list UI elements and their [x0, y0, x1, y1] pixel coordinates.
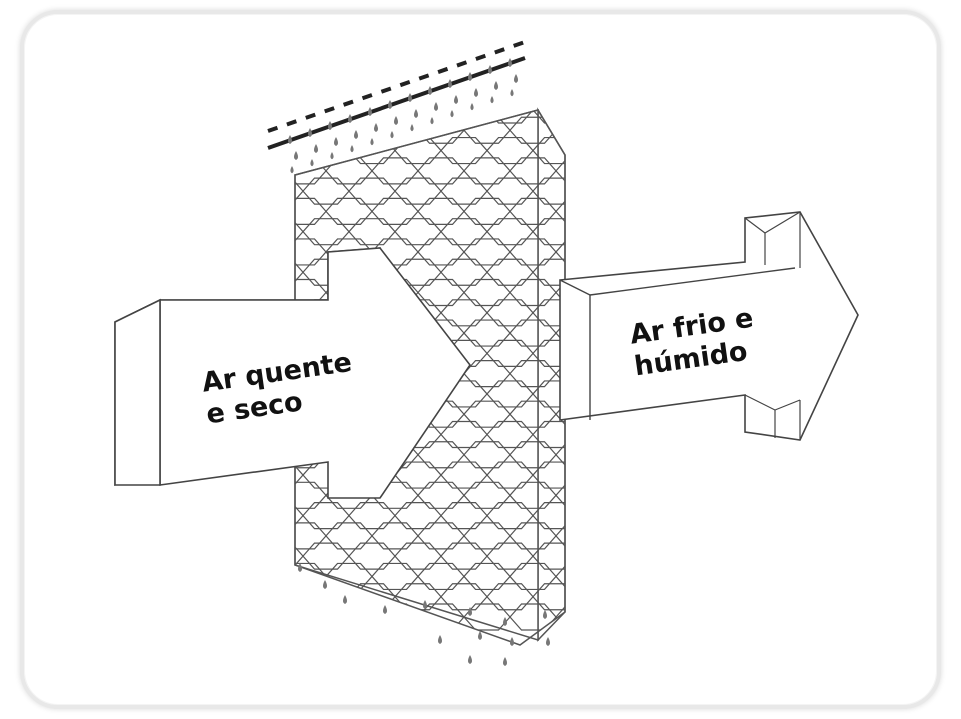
- honeycomb-cell: [532, 339, 565, 367]
- water-drop: [478, 631, 482, 640]
- water-drop: [334, 137, 338, 146]
- water-drop: [310, 159, 314, 167]
- water-drop: [298, 563, 302, 572]
- water-drop: [468, 655, 472, 664]
- water-drop: [468, 72, 472, 81]
- honeycomb-cell: [295, 583, 304, 611]
- honeycomb-cell: [532, 502, 565, 530]
- water-drop: [454, 95, 458, 104]
- honeycomb-cell: [555, 116, 565, 144]
- water-drop: [448, 79, 452, 88]
- water-drop: [390, 131, 394, 139]
- water-drop: [328, 121, 332, 130]
- water-drop: [348, 114, 352, 123]
- water-drop: [503, 657, 507, 666]
- water-drop: [323, 580, 327, 589]
- water-drop: [423, 600, 427, 609]
- water-drop: [490, 96, 494, 104]
- water-drop: [288, 135, 292, 144]
- water-drop: [543, 610, 547, 619]
- water-drop: [394, 116, 398, 125]
- water-drop: [546, 637, 550, 646]
- inlet-air-arrow: [114, 247, 471, 499]
- water-drop: [294, 151, 298, 160]
- water-drop: [368, 107, 372, 116]
- water-drop: [494, 81, 498, 90]
- honeycomb-cell: [532, 583, 565, 611]
- water-drop: [438, 635, 442, 644]
- water-drop: [510, 89, 514, 97]
- water-drop: [370, 138, 374, 146]
- honeycomb-cell: [295, 110, 304, 124]
- water-drop: [414, 109, 418, 118]
- honeycomb-cell: [532, 258, 565, 286]
- water-drop: [410, 124, 414, 132]
- water-drop: [514, 74, 518, 83]
- honeycomb-cell: [532, 177, 565, 205]
- honeycomb-cell: [440, 110, 488, 124]
- water-drop: [510, 637, 514, 646]
- honeycomb-cell: [486, 110, 534, 124]
- outlet-air-arrow: [559, 211, 859, 441]
- honeycomb-cell: [532, 136, 565, 165]
- water-drop: [474, 88, 478, 97]
- water-drop: [343, 595, 347, 604]
- honeycomb-cell: [532, 380, 565, 408]
- falling-water-drops: [288, 58, 518, 174]
- water-drop: [470, 103, 474, 111]
- honeycomb-cell: [532, 420, 565, 449]
- water-drop: [508, 58, 512, 67]
- water-drop: [434, 102, 438, 111]
- honeycomb-cell: [532, 542, 565, 570]
- honeycomb-cell: [295, 603, 327, 631]
- water-drop: [374, 123, 378, 132]
- drip-water-drops: [298, 563, 550, 666]
- water-drop: [354, 130, 358, 139]
- honeycomb-cell: [371, 603, 419, 631]
- water-drop: [408, 93, 412, 102]
- honeycomb-cell: [532, 110, 565, 124]
- water-drop: [468, 607, 472, 616]
- water-drop: [430, 117, 434, 125]
- honeycomb-cell: [325, 603, 373, 631]
- water-drop: [388, 100, 392, 109]
- honeycomb-cell: [532, 461, 565, 489]
- honeycomb-cell: [532, 218, 565, 246]
- water-drop: [308, 128, 312, 137]
- water-drop: [290, 166, 294, 174]
- water-drop: [383, 605, 387, 614]
- water-drop: [350, 145, 354, 153]
- water-drop: [488, 65, 492, 74]
- water-drop: [314, 144, 318, 153]
- honeycomb-cell: [532, 299, 565, 327]
- water-drop: [428, 86, 432, 95]
- water-drop: [450, 110, 454, 118]
- honeycomb-cell: [302, 136, 350, 165]
- water-drop: [330, 152, 334, 160]
- water-drop: [503, 617, 507, 626]
